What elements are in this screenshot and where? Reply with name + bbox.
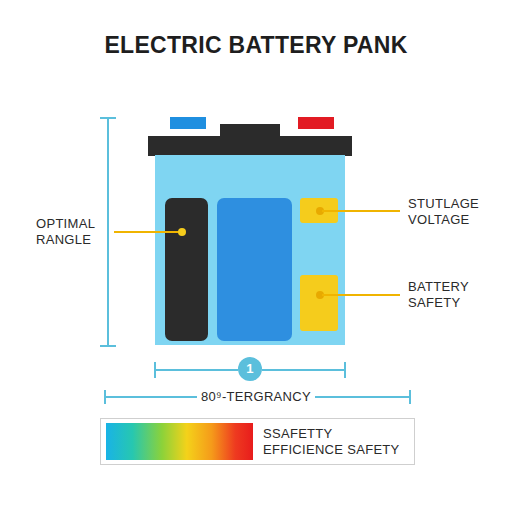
safety-label: BATTERY SAFETY [408,279,504,311]
voltage-label: STUTLAGE VOLTAGE [408,196,504,228]
callout-number: 1 [238,361,262,377]
dimension-label: 80⁹-TERGRANCY [197,389,315,405]
legend-panel: SSAFETTY EFFICIENCE SAFETY [100,418,415,465]
range-label: OPTIMAL RANGLE [36,216,110,248]
panel-text: SSAFETTY EFFICIENCE SAFETY [263,426,408,458]
gradient-bar [106,423,253,460]
diagram-title: ELECTRIC BATTERY PANK [0,32,512,59]
